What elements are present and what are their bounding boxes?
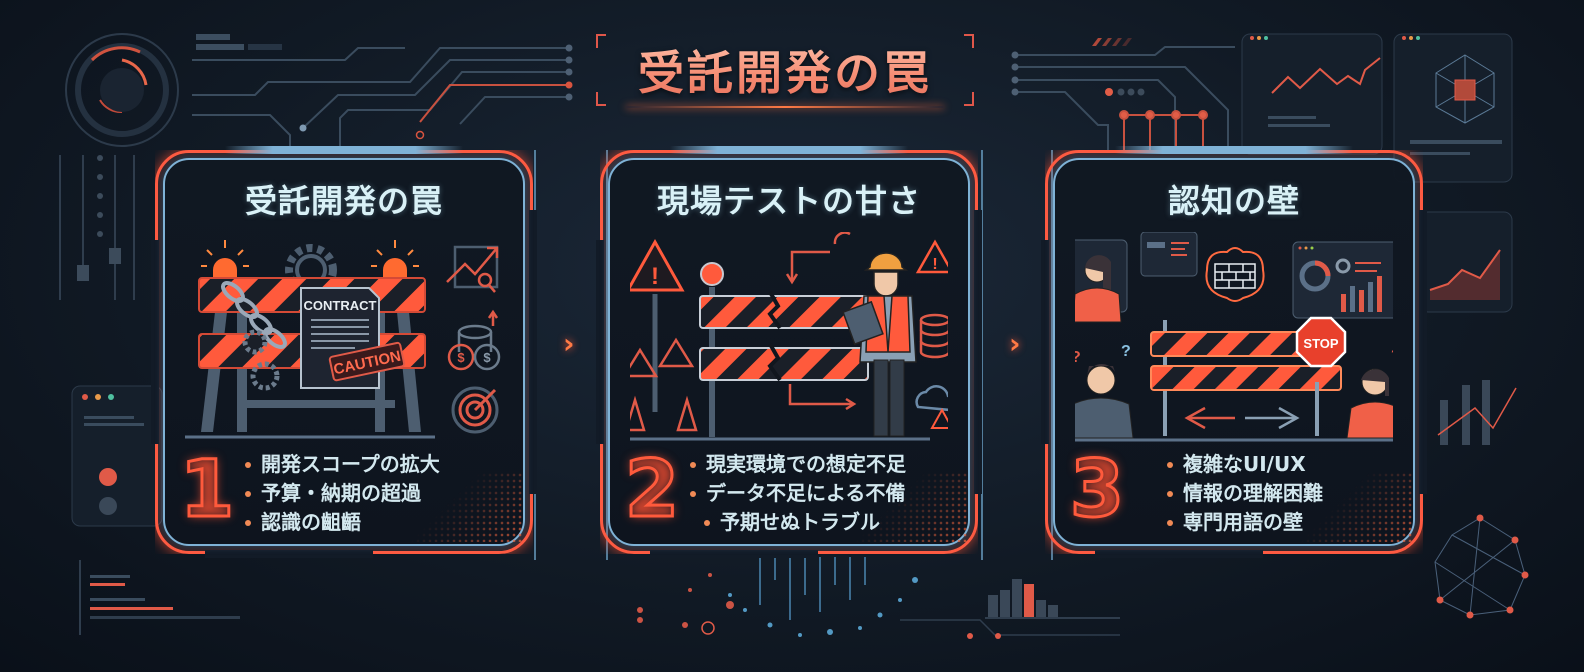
frame-highlight <box>670 146 908 154</box>
brain-wall-icon <box>1205 247 1265 302</box>
confused-person-icon: ? <box>1346 347 1404 439</box>
frame-gap <box>529 210 537 494</box>
bullet-item: 予算・納期の超過 <box>243 479 440 508</box>
svg-text:$: $ <box>483 350 491 365</box>
chevron-right-icon: › <box>1009 327 1021 360</box>
trend-up-magnifier-icon <box>446 245 499 293</box>
warning-triangle-icon: ! <box>915 239 955 274</box>
target-arrow-icon <box>451 386 499 434</box>
card-illustration: ! <box>621 231 955 442</box>
svg-text:CONTRACT: CONTRACT <box>304 298 377 313</box>
bullet-item: 専門用語の壁 <box>1165 508 1323 537</box>
chart-window-icon <box>1241 33 1383 155</box>
card-number: 3 <box>1068 445 1125 535</box>
card-number: 2 <box>623 445 680 535</box>
bullet-item: 認識の齟齬 <box>243 508 440 537</box>
confused-person-icon: ? ? <box>1068 343 1134 439</box>
svg-text:!: ! <box>651 263 659 290</box>
title-underline <box>626 106 944 108</box>
chain-icon <box>221 281 287 349</box>
dot-pattern <box>403 472 523 542</box>
card-1-contract-trap: 受託開発の罠 <box>151 146 537 558</box>
warning-triangle-icon: ! <box>625 238 685 412</box>
card-title: 現場テストの甘さ <box>656 182 921 220</box>
frame-gap <box>974 210 982 494</box>
card-title: 認知の壁 <box>1167 182 1300 220</box>
card-title: 受託開発の罠 <box>244 182 443 220</box>
clipboard-icon <box>842 300 884 346</box>
card-illustration: CONTRACT CAUTION $ $ <box>185 232 503 442</box>
frame-highlight <box>225 146 463 154</box>
svg-text:?: ? <box>1075 349 1081 366</box>
frame-gap <box>1095 550 1263 558</box>
dot-pattern <box>1293 472 1413 542</box>
bracket-corner <box>964 92 974 106</box>
bullet-item: 複雑なUI/UX <box>1165 450 1323 479</box>
bracket-corner <box>964 34 974 48</box>
bracket-corner <box>596 34 606 48</box>
bidirectional-arrow-icon <box>1184 406 1300 430</box>
warning-triangle-icon <box>621 337 695 378</box>
card-2-field-testing: 現場テストの甘さ ! <box>596 146 982 558</box>
frame-gap <box>596 240 604 444</box>
main-title-frame: 受託開発の罠 <box>596 34 974 108</box>
network-cube-window-icon <box>1393 33 1513 183</box>
svg-text:?: ? <box>1391 347 1393 364</box>
bracket-corner <box>596 92 606 106</box>
frame-gap <box>650 550 818 558</box>
svg-text:STOP: STOP <box>1303 336 1338 351</box>
svg-text:!: ! <box>932 256 937 273</box>
cloud-warning-icon <box>915 385 955 429</box>
barricade-icon <box>1150 320 1342 436</box>
card-3-cognitive-barrier: 認知の壁 <box>1041 146 1427 558</box>
dot-pattern <box>848 472 968 542</box>
traffic-cone-icon <box>624 395 698 432</box>
frame-gap <box>1419 210 1427 494</box>
stop-sign-icon: STOP <box>1295 316 1347 368</box>
svg-text:?: ? <box>1121 343 1131 360</box>
frame-gap <box>151 240 159 444</box>
bullet-list: 開発スコープの拡大 予算・納期の超過 認識の齟齬 <box>243 450 440 537</box>
gear-icon <box>242 329 280 391</box>
worker-hardhat-icon <box>842 252 917 437</box>
frame-highlight <box>1115 146 1353 154</box>
confused-person-icon <box>1072 255 1122 323</box>
page-title: 受託開発の罠 <box>638 37 932 103</box>
coins-dollar-icon: $ $ <box>447 309 501 371</box>
svg-text:$: $ <box>457 350 465 365</box>
frame-gap <box>1041 240 1049 444</box>
warning-light-icon <box>371 240 419 284</box>
chevron-right-icon: › <box>563 327 575 360</box>
radial-gauge-icon <box>65 33 179 147</box>
dashboard-window-icon <box>1292 241 1404 319</box>
warning-light-icon <box>700 262 724 286</box>
card-illustration: STOP ? ? ? <box>1066 231 1404 442</box>
frame-gap <box>205 550 373 558</box>
database-icon <box>919 313 951 359</box>
card-number: 1 <box>178 445 235 535</box>
broken-barricade-icon <box>699 291 869 382</box>
settings-window-icon <box>71 385 163 527</box>
